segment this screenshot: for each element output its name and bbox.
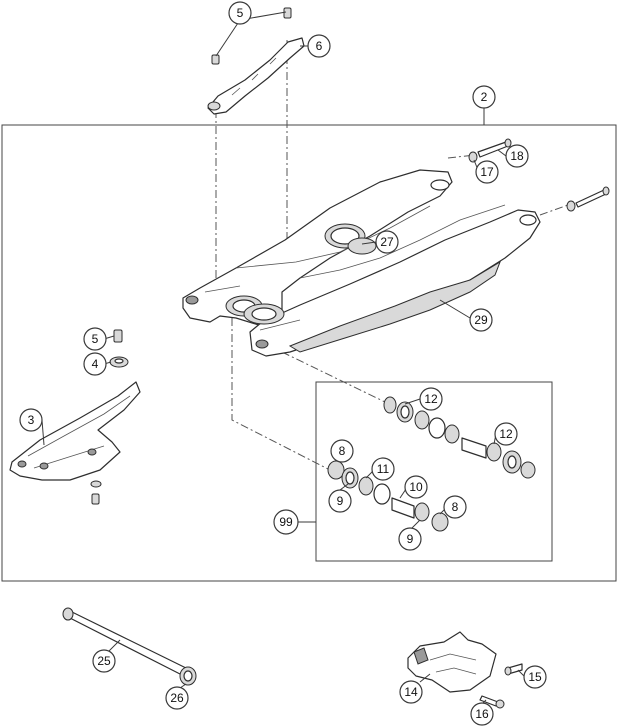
- callout-14: 14: [399, 680, 423, 704]
- callout-27: 27: [375, 230, 399, 254]
- callout-17: 17: [475, 160, 499, 184]
- bolt-pair-top: [211, 7, 292, 65]
- svg-text:4: 4: [92, 357, 99, 371]
- callout-5-top: 5: [228, 1, 252, 25]
- chain-guide: [407, 631, 497, 693]
- guide-screw-15: [504, 663, 523, 676]
- svg-text:5: 5: [237, 6, 244, 20]
- callout-4: 4: [83, 352, 107, 376]
- callout-8-left: 8: [330, 439, 354, 463]
- svg-text:8: 8: [339, 444, 346, 458]
- callout-18: 18: [505, 144, 529, 168]
- svg-text:15: 15: [528, 670, 542, 684]
- svg-text:9: 9: [407, 532, 414, 546]
- svg-text:26: 26: [170, 691, 184, 705]
- swingarm-axle: [62, 607, 187, 675]
- svg-text:12: 12: [424, 392, 438, 406]
- callout-9-left: 9: [328, 489, 352, 513]
- callout-99: 99: [273, 509, 299, 535]
- svg-text:5: 5: [92, 332, 99, 346]
- svg-text:27: 27: [380, 235, 394, 249]
- svg-text:25: 25: [97, 654, 111, 668]
- callout-26: 26: [165, 686, 189, 710]
- callout-12-right: 12: [494, 422, 518, 446]
- callout-3: 3: [19, 408, 43, 432]
- callout-25: 25: [92, 649, 116, 673]
- svg-text:18: 18: [510, 149, 524, 163]
- callout-11: 11: [371, 457, 395, 481]
- swingarm: [182, 169, 541, 357]
- svg-text:6: 6: [316, 39, 323, 53]
- svg-text:9: 9: [337, 494, 344, 508]
- callout-8-right: 8: [443, 495, 467, 519]
- bearing-kit-frame: [315, 381, 553, 562]
- svg-text:16: 16: [475, 707, 489, 721]
- chain-guide-bracket: [207, 37, 305, 115]
- svg-text:12: 12: [499, 427, 513, 441]
- callout-9-right: 9: [398, 527, 422, 551]
- bolt-left: [113, 329, 123, 343]
- callout-15: 15: [523, 665, 547, 689]
- washer-left: [109, 356, 129, 368]
- svg-text:14: 14: [404, 685, 418, 699]
- svg-text:99: 99: [279, 515, 293, 529]
- axle-bolt-lower: [566, 186, 610, 212]
- svg-text:11: 11: [377, 462, 390, 476]
- svg-text:29: 29: [474, 313, 488, 327]
- svg-text:10: 10: [409, 480, 423, 494]
- svg-text:8: 8: [452, 500, 459, 514]
- axle-nut: [179, 666, 197, 686]
- callout-12-top: 12: [419, 387, 443, 411]
- svg-text:17: 17: [480, 165, 494, 179]
- callout-29: 29: [469, 308, 493, 332]
- callout-2: 2: [472, 85, 496, 109]
- svg-text:3: 3: [28, 413, 35, 427]
- callout-5-left: 5: [83, 327, 107, 351]
- bearing-kit-parts: [327, 396, 536, 532]
- axle-bolt-upper: [468, 138, 512, 163]
- svg-text:2: 2: [481, 90, 488, 104]
- callout-6: 6: [307, 34, 331, 58]
- callout-16: 16: [470, 702, 494, 726]
- swingarm-assembly-frame: [1, 124, 617, 582]
- chain-slider: [9, 381, 141, 505]
- callout-10: 10: [404, 475, 428, 499]
- guide-screw-16: [479, 695, 505, 709]
